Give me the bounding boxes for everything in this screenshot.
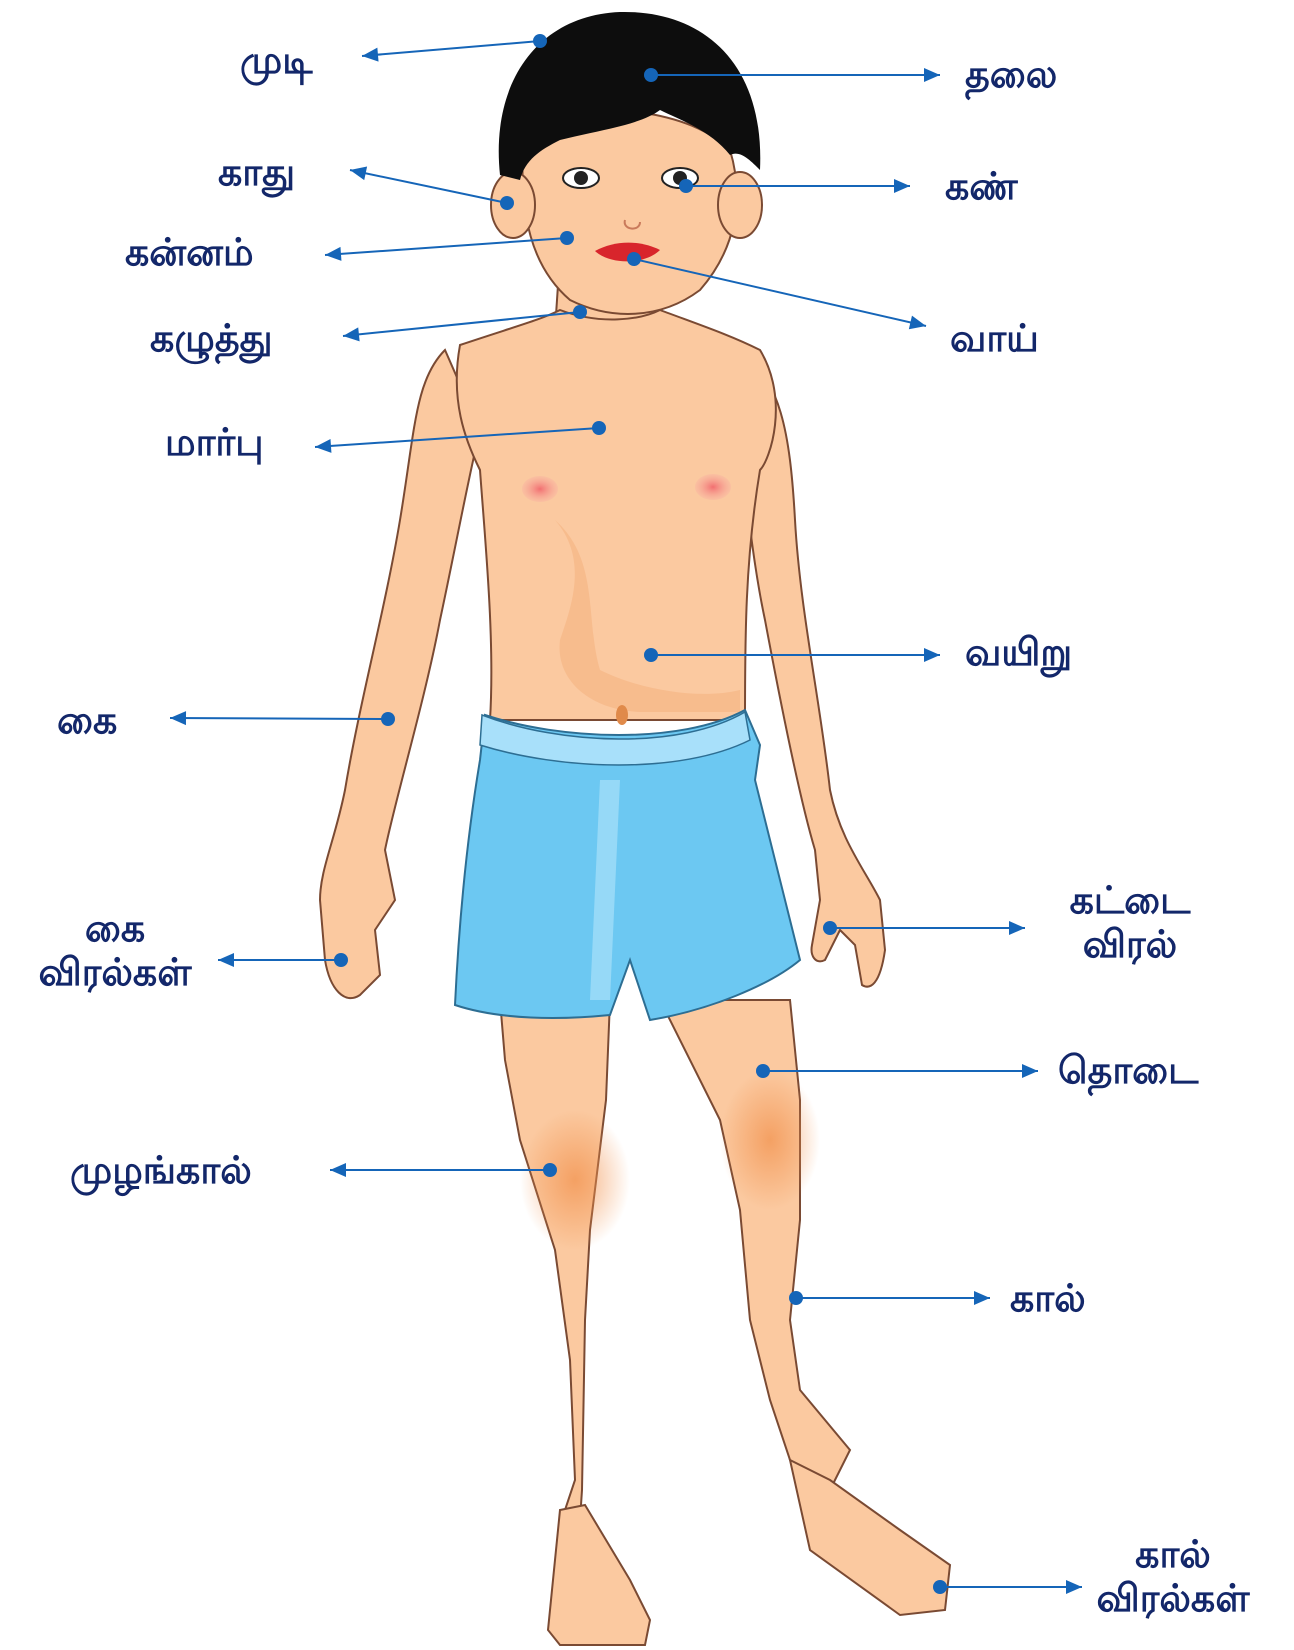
chest-leader-line bbox=[315, 428, 599, 447]
fingers-label-line: விரல்கள் bbox=[5, 950, 225, 994]
hair-label: முடி bbox=[240, 38, 312, 82]
toes-label-line: விரல்கள் bbox=[1068, 1576, 1278, 1620]
thumb-label-line: கட்டை bbox=[1040, 878, 1220, 922]
leg-label: கால் bbox=[1010, 1276, 1086, 1320]
neck-leader-line bbox=[343, 312, 580, 336]
head-marker-dot bbox=[644, 68, 658, 82]
neck-arrowhead bbox=[343, 327, 360, 341]
chest-arrowhead bbox=[315, 439, 331, 453]
fingers-label: கைவிரல்கள் bbox=[5, 906, 225, 994]
stomach-label: வயிறு bbox=[965, 630, 1072, 674]
eye-arrowhead bbox=[894, 179, 910, 193]
mouth-leader-line bbox=[634, 259, 926, 326]
hair-marker-dot bbox=[533, 34, 547, 48]
thigh-label: தொடை bbox=[1058, 1048, 1198, 1092]
thigh-marker-dot bbox=[756, 1064, 770, 1078]
mouth-arrowhead bbox=[909, 316, 926, 330]
cheek-label: கன்னம் bbox=[125, 230, 254, 274]
hand-label: கை bbox=[57, 698, 117, 742]
toes-label-line: கால் bbox=[1068, 1532, 1278, 1576]
ear-leader-line bbox=[350, 170, 507, 203]
toes-marker-dot bbox=[933, 1580, 947, 1594]
cheek-arrowhead bbox=[325, 247, 341, 261]
toes-label: கால்விரல்கள் bbox=[1068, 1532, 1278, 1620]
thumb-marker-dot bbox=[823, 921, 837, 935]
hair-arrowhead bbox=[362, 48, 379, 62]
eye-label: கண் bbox=[945, 164, 1018, 208]
cheek-leader-line bbox=[325, 238, 567, 255]
hand-arrowhead bbox=[170, 711, 186, 725]
ear-marker-dot bbox=[500, 196, 514, 210]
knee-arrowhead bbox=[330, 1163, 346, 1177]
head-arrowhead bbox=[924, 68, 940, 82]
thumb-label-line: விரல் bbox=[1040, 922, 1220, 966]
fingers-marker-dot bbox=[334, 953, 348, 967]
thumb-arrowhead bbox=[1009, 921, 1025, 935]
thigh-arrowhead bbox=[1022, 1064, 1038, 1078]
mouth-marker-dot bbox=[627, 252, 641, 266]
stomach-arrowhead bbox=[924, 648, 940, 662]
fingers-label-line: கை bbox=[5, 906, 225, 950]
hand-leader-line bbox=[170, 718, 388, 719]
head-label: தலை bbox=[965, 52, 1057, 96]
knee-marker-dot bbox=[543, 1163, 557, 1177]
neck-marker-dot bbox=[573, 305, 587, 319]
eye-marker-dot bbox=[679, 179, 693, 193]
ear-arrowhead bbox=[350, 166, 367, 180]
chest-marker-dot bbox=[592, 421, 606, 435]
hair-leader-line bbox=[362, 41, 540, 56]
neck-label: கழுத்து bbox=[150, 316, 273, 360]
leg-arrowhead bbox=[974, 1291, 990, 1305]
cheek-marker-dot bbox=[560, 231, 574, 245]
leg-marker-dot bbox=[789, 1291, 803, 1305]
ear-label: காது bbox=[218, 150, 295, 194]
hand-marker-dot bbox=[381, 712, 395, 726]
mouth-label: வாய் bbox=[950, 316, 1039, 360]
thumb-label: கட்டைவிரல் bbox=[1040, 878, 1220, 966]
knee-label: முழங்கால் bbox=[70, 1148, 252, 1192]
chest-label: மார்பு bbox=[165, 420, 264, 464]
stomach-marker-dot bbox=[644, 648, 658, 662]
